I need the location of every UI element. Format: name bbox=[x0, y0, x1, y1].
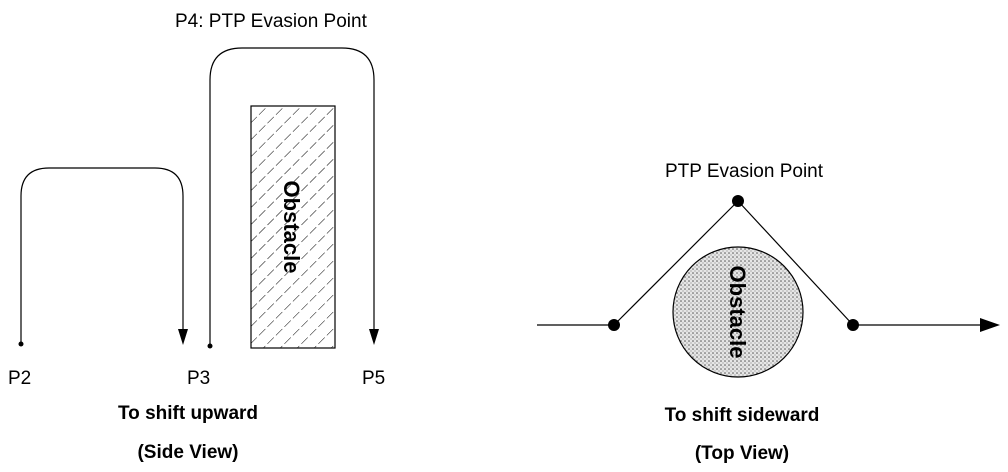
top-view: Obstacle PTP Evasion Point To shift side… bbox=[537, 161, 1000, 464]
point-p2 bbox=[18, 341, 24, 347]
evasion-point-label-top: PTP Evasion Point bbox=[665, 161, 824, 182]
obstacle-label-top: Obstacle bbox=[725, 266, 750, 359]
path-p3-p5 bbox=[209, 47, 375, 345]
obstacle-label-side: Obstacle bbox=[279, 181, 304, 274]
arrow-p3 bbox=[178, 329, 188, 345]
label-p3: P3 bbox=[187, 368, 210, 389]
obstacle-circle bbox=[672, 246, 804, 378]
arrow-p5 bbox=[369, 329, 379, 345]
point-evasion bbox=[732, 195, 744, 207]
label-p5: P5 bbox=[362, 368, 385, 389]
path-down bbox=[737, 200, 854, 326]
path-up bbox=[613, 200, 739, 326]
point-entry bbox=[608, 319, 620, 331]
label-p2: P2 bbox=[8, 368, 31, 389]
caption-side-line1: To shift upward bbox=[118, 403, 258, 424]
caption-top-line1: To shift sideward bbox=[665, 405, 820, 426]
arrow-out bbox=[980, 318, 1000, 332]
caption-top-line2: (Top View) bbox=[695, 443, 789, 464]
point-p3 bbox=[207, 343, 213, 349]
obstacle-rect bbox=[250, 105, 336, 349]
path-p2-p3 bbox=[20, 167, 184, 343]
side-view: Obstacle P4: PTP Evasion Point P2 P3 P5 … bbox=[8, 11, 385, 463]
point-exit bbox=[847, 319, 859, 331]
evasion-point-label-side: P4: PTP Evasion Point bbox=[175, 11, 368, 32]
caption-side-line2: (Side View) bbox=[137, 442, 238, 463]
